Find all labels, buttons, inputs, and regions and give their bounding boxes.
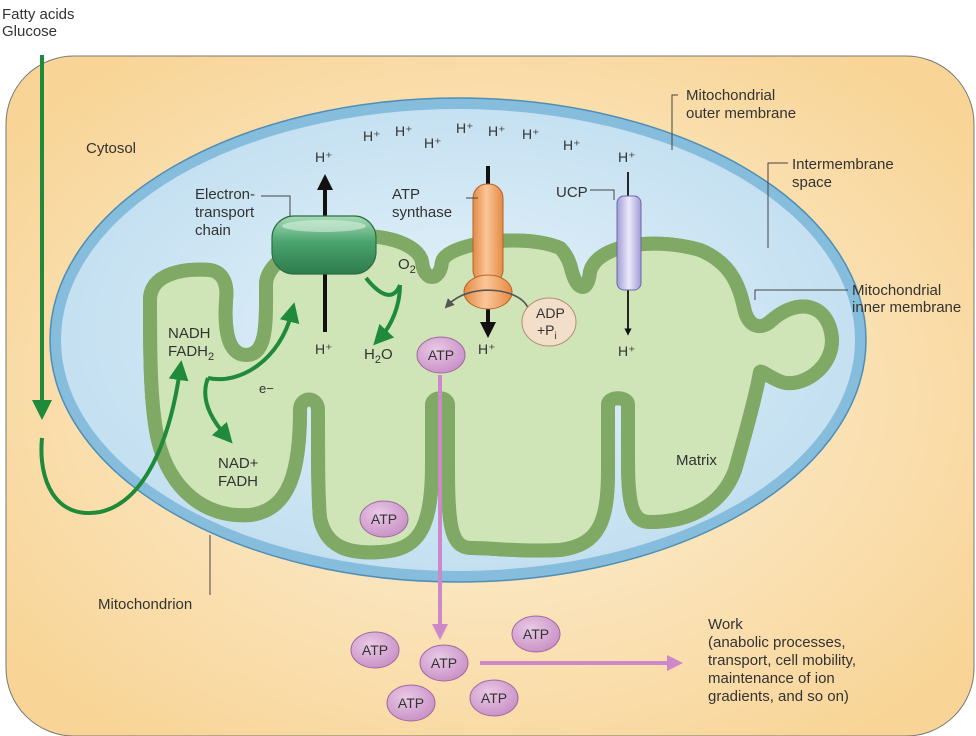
atp-label: ATP <box>371 511 397 527</box>
fadh2-label: FADH2 <box>168 343 214 366</box>
cytosol-label: Cytosol <box>86 140 136 157</box>
atp-synthase-label-line1: ATP <box>392 186 420 203</box>
etc-label-line3: chain <box>195 222 231 239</box>
proton-label: H⁺ <box>563 137 581 153</box>
atp-bubble: ATP <box>351 632 399 668</box>
work-label-line1: Work <box>708 616 743 633</box>
matrix-label: Matrix <box>676 452 717 469</box>
pi-subscript: i <box>555 331 557 342</box>
atp-bubble: ATP <box>417 337 465 373</box>
pi-label: +Pi <box>537 322 557 345</box>
uncoupling-protein <box>617 196 641 290</box>
atp-bubble: ATP <box>387 685 435 721</box>
oxygen-label: O2 <box>398 256 416 279</box>
ucp-label: UCP <box>556 184 588 201</box>
intermembrane-label-line1: Intermembrane <box>792 156 894 173</box>
electron-label: e− <box>259 380 274 397</box>
proton-label: H⁺ <box>618 343 636 359</box>
pi-text: +P <box>537 322 555 338</box>
proton-label: H⁺ <box>424 135 442 151</box>
atp-bubble: ATP <box>512 616 560 652</box>
work-label-line2: (anabolic processes, <box>708 634 846 651</box>
atp-synthase-label-line2: synthase <box>392 204 452 221</box>
oxygen-text: O <box>398 256 410 273</box>
oxygen-subscript: 2 <box>410 264 416 276</box>
work-label-line5: gradients, and so on) <box>708 688 849 705</box>
proton-label: H⁺ <box>618 149 636 165</box>
atp-bubble: ATP <box>470 680 518 716</box>
fadh2-text: FADH <box>168 343 208 360</box>
inner-membrane-label-line1: Mitochondrial <box>852 282 941 299</box>
fadh-label: FADH <box>218 473 258 490</box>
atp-label: ATP <box>481 690 507 706</box>
input-glucose-label: Glucose <box>2 23 57 40</box>
atp-synthase-fo <box>473 184 503 284</box>
atp-label: ATP <box>431 655 457 671</box>
outer-membrane-label-line1: Mitochondrial <box>686 87 775 104</box>
intermembrane-label-line2: space <box>792 174 832 191</box>
atp-bubble: ATP <box>360 501 408 537</box>
work-label-line4: maintenance of ion <box>708 670 835 687</box>
fadh2-subscript: 2 <box>208 351 214 363</box>
atp-label: ATP <box>362 642 388 658</box>
proton-label: H⁺ <box>478 341 496 357</box>
outer-membrane-label-line2: outer membrane <box>686 105 796 122</box>
water-o: O <box>381 346 393 363</box>
atp-bubble: ATP <box>420 645 468 681</box>
nad-label: NAD+ <box>218 455 258 472</box>
inner-membrane-label-line2: inner membrane <box>852 299 961 316</box>
proton-label: H⁺ <box>456 120 474 136</box>
proton-label: H⁺ <box>522 126 540 142</box>
proton-label: H⁺ <box>363 128 381 144</box>
etc-label-line2: transport <box>195 204 254 221</box>
atp-label: ATP <box>398 695 424 711</box>
water-label: H2O <box>364 346 393 369</box>
adp-label: ADP <box>536 305 565 322</box>
work-label-line3: transport, cell mobility, <box>708 652 856 669</box>
proton-label: H⁺ <box>488 123 506 139</box>
atp-label: ATP <box>428 347 454 363</box>
proton-label: H⁺ <box>395 123 413 139</box>
etc-label-line1: Electron- <box>195 186 255 203</box>
water-h: H <box>364 346 375 363</box>
etc-highlight <box>282 220 366 232</box>
input-fatty-acids-label: Fatty acids <box>2 6 75 23</box>
proton-label: H⁺ <box>315 149 333 165</box>
nadh-label: NADH <box>168 325 211 342</box>
proton-label: H⁺ <box>315 341 333 357</box>
atp-label: ATP <box>523 626 549 642</box>
mitochondrion-label: Mitochondrion <box>98 596 192 613</box>
